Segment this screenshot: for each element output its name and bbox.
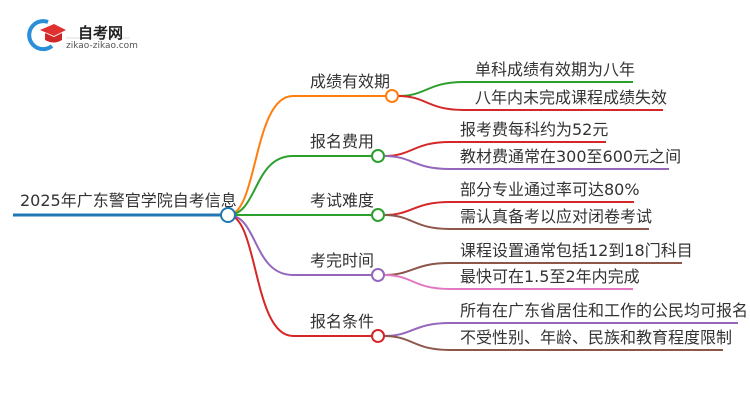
branch-label: 成绩有效期 [310,72,391,91]
logo-subtitle: zikao-zikao.com [66,41,138,51]
leaf-label: 教材费通常在300至600元之间 [460,147,682,166]
branch-connector [227,214,372,276]
leaf-label: 课程设置通常包括12到18门科目 [460,241,693,260]
leaf-label: 单科成绩有效期为八年 [475,60,636,79]
root-node-circle [220,207,236,223]
branch-node-circle [385,89,399,103]
branch-label: 考试难度 [310,191,375,210]
logo-icon [27,19,66,52]
branch-node-circle [371,149,385,163]
branch-node-circle [371,208,385,222]
branch-label: 报名费用 [310,132,375,151]
leaf-label: 不受性别、年龄、民族和教育程度限制 [460,328,733,347]
root-label: 2025年广东警官学院自考信息 [20,191,237,210]
branch-label: 考完时间 [310,251,375,270]
branch-connector [227,155,372,216]
leaf-connector [397,95,663,111]
leaf-label: 所有在广东省居住和工作的公民均可报名 [460,301,749,320]
branch-connector [227,214,372,337]
leaf-label: 部分专业通过率可达80% [460,180,640,199]
leaf-label: 需认真备考以应对闭卷考试 [460,207,653,226]
leaf-label: 报考费每科约为52元 [460,120,609,139]
logo-title: 自考网 [78,24,124,42]
branch-node-circle [371,329,385,343]
leaf-connector [383,335,723,351]
leaf-label: 最快可在1.5至2年内完成 [460,267,640,286]
branch-node-circle [371,268,385,282]
branch-label: 报名条件 [310,312,375,331]
branch-connector [227,95,386,216]
leaf-connector [383,274,633,290]
leaf-connector [383,155,669,170]
leaf-label: 八年内未完成课程成绩失效 [475,88,668,107]
leaf-connector [383,214,649,230]
